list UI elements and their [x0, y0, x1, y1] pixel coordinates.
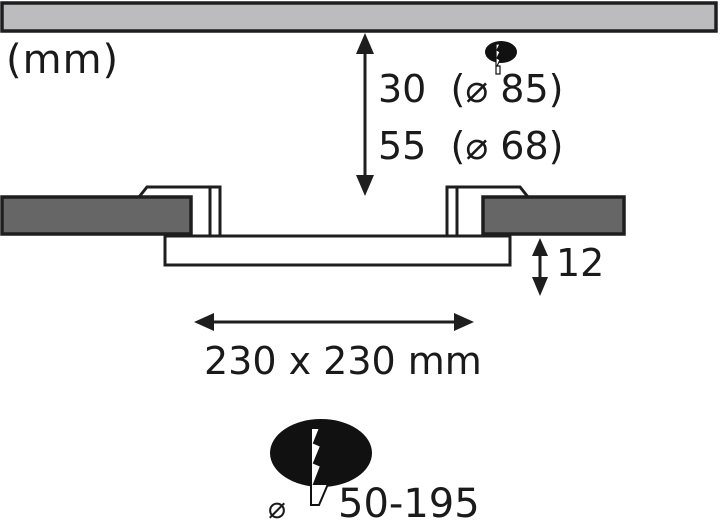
panel-height-label: 12: [556, 241, 605, 285]
ceiling-board-right: [481, 195, 626, 236]
unit-label: (mm): [6, 37, 120, 83]
depth-arrow-icon: [356, 33, 374, 196]
depth-label-55: 55 (⌀ 68): [378, 124, 564, 168]
depth-label-30: 30 (⌀ 85): [378, 67, 564, 111]
cutout-range-label: 50-195: [338, 481, 480, 527]
cutout-saw-icon: [270, 419, 372, 506]
panel-size-label: 230 x 230 mm: [204, 339, 482, 383]
ceiling-board-left: [0, 195, 193, 236]
diameter-symbol: ⌀: [268, 491, 287, 526]
saw-cutout-icon: [485, 41, 517, 75]
height-arrow-icon: [532, 238, 548, 296]
ceiling-slab: [0, 1, 718, 33]
panel-light: [163, 234, 512, 267]
size-arrow-icon: [194, 313, 474, 331]
